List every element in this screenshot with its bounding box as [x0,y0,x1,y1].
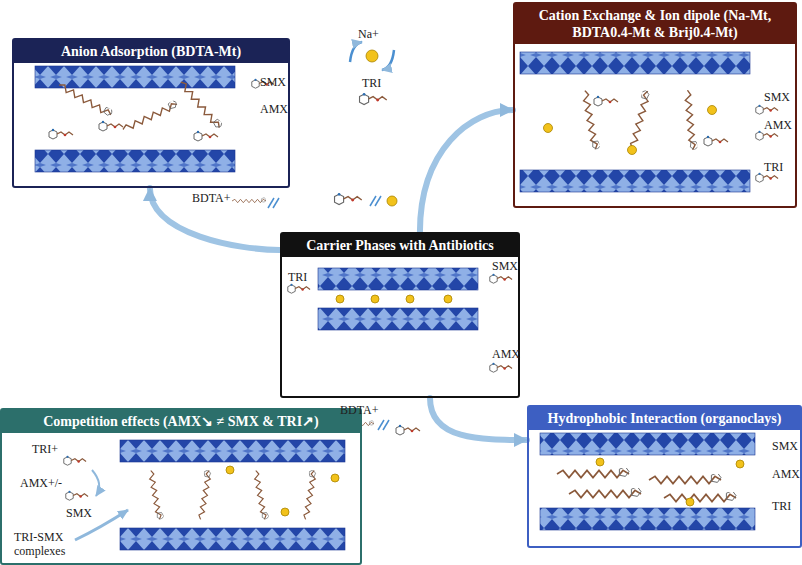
antibiotic-label: TRI [288,270,307,284]
antibiotic-label: SMX [772,439,798,453]
panel-box: Competition effects (AMX↘ ≠ SMX & TRI↗) T… [0,408,362,565]
antibiotic-label: TRI+ [32,442,58,456]
species-label: Na+ [358,27,379,41]
antibiotic-label: TRI [764,160,783,174]
antibiotic-label: AMX+/- [20,476,62,490]
antibiotic-label: SMX [66,506,92,520]
antibiotic-label: AMX [764,118,792,132]
panel-box: Cation Exchange & Ion dipole (Na-Mt, BDT… [513,2,797,208]
panel-title: Hydrophobic Interaction (organoclays) [529,407,800,430]
antibiotic-label: SMX [492,259,518,273]
antibiotic-label: SMX [260,75,286,89]
antibiotic-label: AMX [772,467,800,481]
species-label: TRI [362,76,381,90]
panel-title: Carrier Phases with Antibiotics [282,234,518,257]
flow-arrow [430,398,527,440]
antibiotic-label: TRI [772,499,791,513]
panel-box: Carrier Phases with AntibioticsTRI SMX AMX [280,232,520,398]
species-label: BDTA+ [340,403,378,417]
antibiotic-label: TRI-SMX complexes [14,530,86,558]
panel-title: Competition effects (AMX↘ ≠ SMX & TRI↗) [2,410,360,433]
panel-box: Hydrophobic Interaction (organoclays) SMX… [527,405,802,548]
panel-box: Anion Adsorption (BDTA-Mt) SMX AMX [12,38,290,188]
flow-arrow [420,110,513,232]
antibiotic-label: AMX [492,347,520,361]
panel-title: Anion Adsorption (BDTA-Mt) [14,40,288,63]
flow-arrow [150,188,280,250]
species-label: BDTA+ [192,191,230,205]
antibiotic-label: SMX [764,90,790,104]
panel-title: Cation Exchange & Ion dipole (Na-Mt, BDT… [515,4,795,44]
antibiotic-label: AMX [260,102,288,116]
